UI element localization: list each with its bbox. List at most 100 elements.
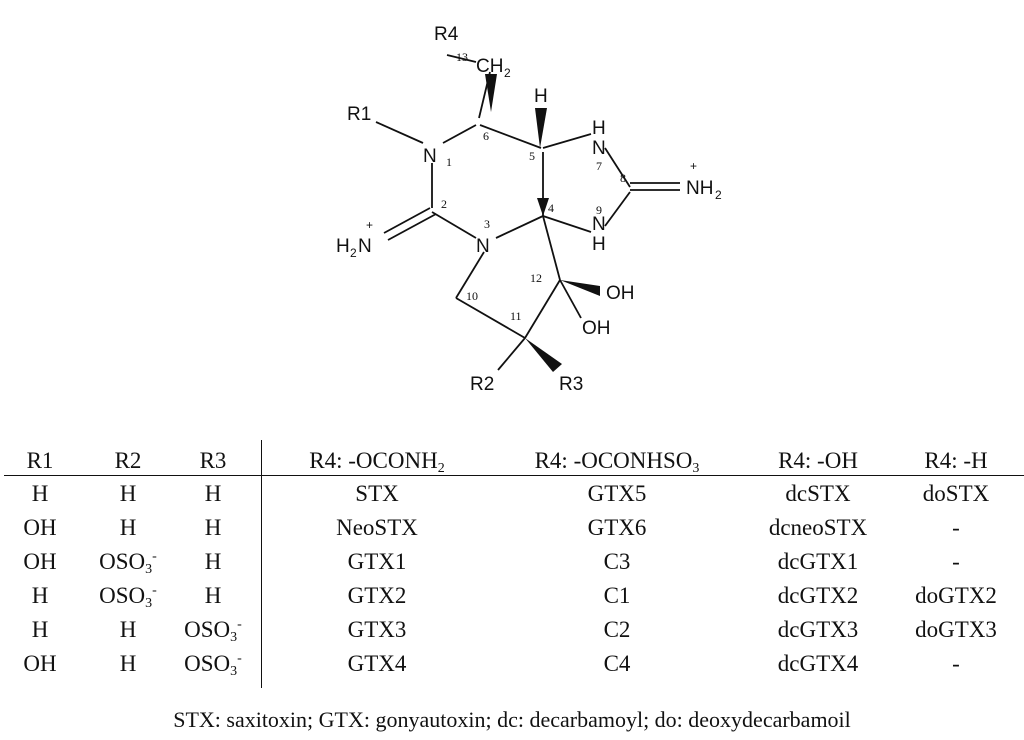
- cell-r2-text: H: [119, 651, 137, 676]
- header-r2-text: R2: [114, 448, 142, 473]
- cell-r4-oconhso3-text: GTX6: [587, 515, 647, 540]
- locant-2: 2: [441, 197, 447, 211]
- cell-r1-text: OH: [23, 651, 57, 676]
- cell-r4-oconhso3: GTX5: [588, 482, 647, 505]
- cell-r2-text: H: [119, 617, 137, 642]
- atom-nh2-right: NH: [686, 178, 713, 199]
- cell-r4-oconh2: GTX4: [348, 652, 407, 675]
- cell-r4-oh: dcGTX2: [778, 584, 858, 607]
- cell-r2-text: OSO: [99, 583, 146, 608]
- cell-r1: OH: [23, 550, 56, 573]
- atom-n3: N: [476, 236, 490, 257]
- cell-r1-text: H: [31, 617, 49, 642]
- cell-r3: OSO3-: [184, 652, 242, 679]
- cell-r1-text: OH: [23, 515, 57, 540]
- cell-r4-oconh2-text: STX: [355, 481, 399, 506]
- cell-r4-h-text: -: [952, 549, 960, 574]
- atom-h5: H: [534, 86, 548, 107]
- locant-8: 8: [620, 171, 626, 185]
- cell-r4-h-text: -: [952, 651, 960, 676]
- cell-r4-oconhso3: GTX6: [588, 516, 647, 539]
- cell-r4-oh: dcGTX1: [778, 550, 858, 573]
- locant-10: 10: [466, 289, 478, 303]
- footnote: STX: saxitoxin; GTX: gonyautoxin; dc: de…: [173, 707, 851, 732]
- cell-r4-oh: dcSTX: [785, 482, 850, 505]
- cell-r1-text: OH: [23, 549, 57, 574]
- cell-r4-oconhso3: C1: [604, 584, 631, 607]
- header-r4-oconh2-text: R4: -OCONH: [309, 448, 438, 473]
- atom-n9: N: [592, 214, 606, 235]
- header-r4-oconh2: R4: -OCONH2: [309, 448, 444, 476]
- cell-r2: OSO3-: [99, 549, 157, 577]
- cell-r2: H: [120, 516, 137, 539]
- locant-13: 13: [456, 50, 468, 64]
- cell-r3-subscript: 3: [230, 630, 238, 645]
- wedge-bonds: [485, 74, 600, 372]
- cell-r4-h: doSTX: [923, 482, 989, 505]
- cell-r4-oconh2-text: NeoSTX: [336, 515, 418, 540]
- locant-12: 12: [530, 271, 542, 285]
- cell-r4-oconhso3: C3: [604, 550, 631, 573]
- cell-r4-h-text: doGTX2: [915, 583, 997, 608]
- atom-nh2-right-subscript: 2: [715, 188, 722, 202]
- cell-r3-text: H: [204, 583, 222, 608]
- cell-r4-oconh2: STX: [355, 482, 398, 505]
- cell-r1-text: H: [31, 481, 49, 506]
- table-row: OH H H NeoSTX GTX6 dcneoSTX -: [0, 516, 1024, 550]
- cell-r3: H: [205, 482, 222, 505]
- atom-r4: R4: [434, 24, 459, 45]
- cell-r3-charge: -: [237, 617, 242, 632]
- cell-r3: H: [205, 550, 222, 573]
- cell-r1: OH: [23, 652, 56, 675]
- cell-r4-oh-text: dcGTX2: [777, 583, 859, 608]
- header-r4-oconhso3-text: R4: -OCONHSO: [534, 448, 693, 473]
- locant-5: 5: [529, 149, 535, 163]
- cell-r2-charge: -: [152, 583, 157, 598]
- cell-r3-subscript: 3: [230, 664, 238, 679]
- locant-4: 4: [548, 201, 554, 215]
- locant-7: 7: [596, 159, 602, 173]
- header-r4-h: R4: -H: [924, 449, 987, 472]
- cell-r2-text: H: [119, 481, 137, 506]
- cell-r1: H: [32, 584, 49, 607]
- atom-n1: N: [423, 146, 437, 167]
- cell-r4-h-text: doGTX3: [915, 617, 997, 642]
- cell-r4-oh-text: dcneoSTX: [768, 515, 868, 540]
- cell-r4-oconhso3: C2: [604, 618, 631, 641]
- header-r4-h-text: R4: -H: [924, 448, 988, 473]
- cell-r4-oh: dcGTX4: [778, 652, 858, 675]
- atom-r3: R3: [559, 374, 583, 395]
- header-r4-oconh2-subscript: 2: [437, 461, 445, 476]
- cell-r4-oh-text: dcGTX3: [777, 617, 859, 642]
- cell-r4-oh-text: dcSTX: [785, 481, 851, 506]
- cell-r4-oconh2-text: GTX4: [347, 651, 407, 676]
- cell-r2-charge: -: [152, 549, 157, 564]
- cell-r4-oh: dcGTX3: [778, 618, 858, 641]
- cell-r3-text: H: [204, 481, 222, 506]
- atom-n7: N: [592, 138, 606, 159]
- atom-r2: R2: [470, 374, 494, 395]
- cell-r3-text: H: [204, 549, 222, 574]
- cell-r4-h: -: [952, 516, 960, 539]
- cell-r2: H: [120, 482, 137, 505]
- cell-r1: H: [32, 618, 49, 641]
- cell-r3: H: [205, 584, 222, 607]
- cell-r2-text: OSO: [99, 549, 146, 574]
- cell-r4-h: doGTX3: [915, 618, 997, 641]
- cell-r4-oconh2-text: GTX2: [347, 583, 407, 608]
- atom-ch2: CH: [476, 56, 503, 77]
- locant-6: 6: [483, 129, 489, 143]
- header-r3: R3: [200, 449, 227, 472]
- atom-nh2-right-charge: +: [690, 159, 697, 173]
- cell-r4-oh-text: dcGTX1: [777, 549, 859, 574]
- cell-r2-text: H: [119, 515, 137, 540]
- header-r4-oh-text: R4: -OH: [778, 448, 858, 473]
- cell-r3: H: [205, 516, 222, 539]
- cell-r1: H: [32, 482, 49, 505]
- header-r1-text: R1: [26, 448, 54, 473]
- locant-1: 1: [446, 155, 452, 169]
